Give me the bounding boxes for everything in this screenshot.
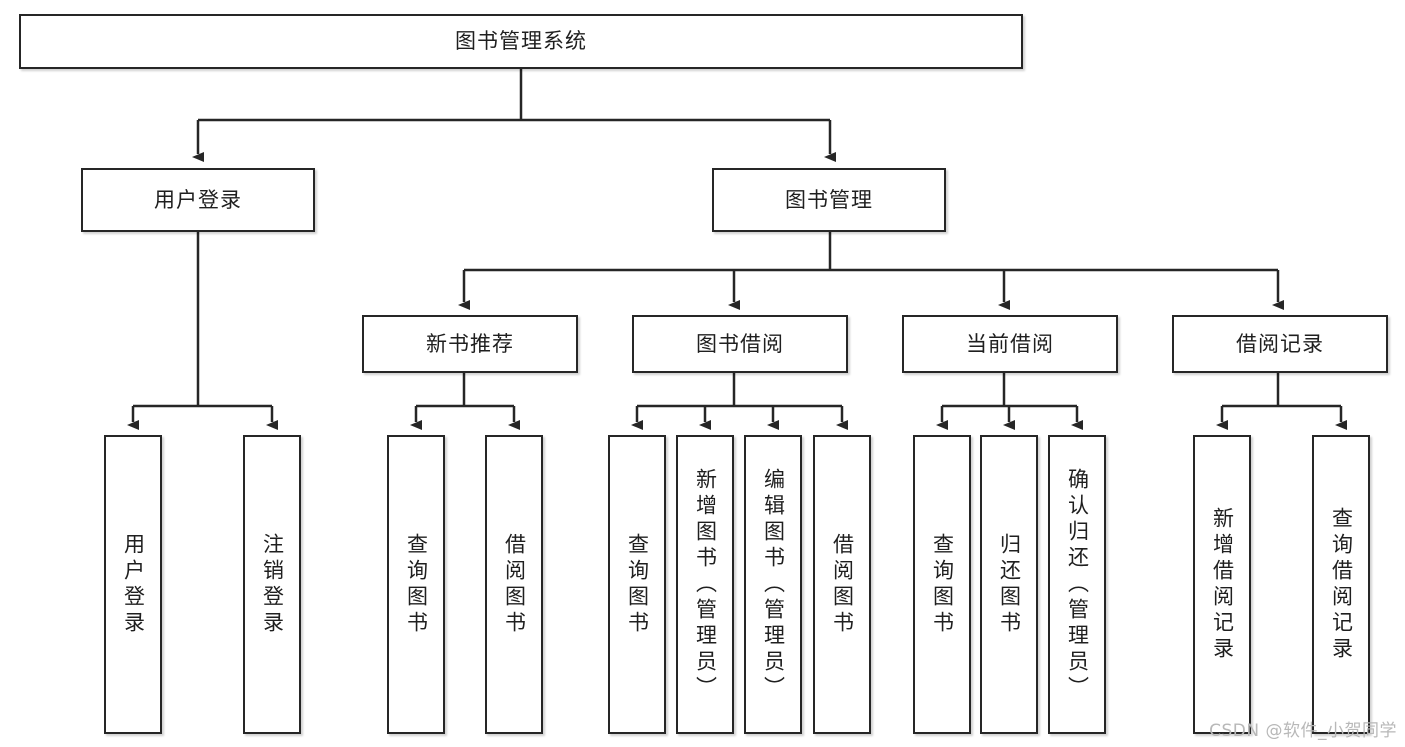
node-label: 查询图书 — [625, 532, 650, 637]
leaf-current-return-book[interactable]: 归还图书 — [980, 435, 1038, 734]
csdn-watermark: CSDN @软件_小贺同学 — [1209, 721, 1397, 741]
node-label: 当前借阅 — [966, 331, 1054, 356]
node-label: 图书借阅 — [696, 331, 784, 356]
node-label: 确认归还（管理员） — [1065, 467, 1090, 702]
node-label: 查询图书 — [404, 532, 429, 637]
leaf-borrow-query-book[interactable]: 查询图书 — [608, 435, 666, 734]
node-label: 借阅图书 — [502, 532, 527, 637]
node-label: 编辑图书（管理员） — [761, 467, 786, 702]
leaf-current-confirm-return[interactable]: 确认归还（管理员） — [1048, 435, 1106, 734]
leaf-user-login-logout[interactable]: 注销登录 — [243, 435, 301, 734]
node-label: 借阅记录 — [1236, 331, 1324, 356]
leaf-user-login-login[interactable]: 用户登录 — [104, 435, 162, 734]
leaf-current-query-book[interactable]: 查询图书 — [913, 435, 971, 734]
node-label: 归还图书 — [997, 532, 1022, 637]
leaf-borrow-borrow-book[interactable]: 借阅图书 — [813, 435, 871, 734]
node-book-management[interactable]: 图书管理 — [712, 168, 946, 232]
leaf-new-book-borrow[interactable]: 借阅图书 — [485, 435, 543, 734]
node-current-borrow[interactable]: 当前借阅 — [902, 315, 1118, 373]
node-label: 用户登录 — [154, 187, 242, 212]
leaf-record-query[interactable]: 查询借阅记录 — [1312, 435, 1370, 734]
node-root-system[interactable]: 图书管理系统 — [19, 14, 1023, 69]
node-label: 图书管理 — [785, 187, 873, 212]
node-label: 新增借阅记录 — [1210, 506, 1235, 663]
node-label: 用户登录 — [121, 532, 146, 637]
leaf-borrow-add-book[interactable]: 新增图书（管理员） — [676, 435, 734, 734]
node-book-borrow[interactable]: 图书借阅 — [632, 315, 848, 373]
node-label: 新增图书（管理员） — [693, 467, 718, 702]
node-new-book-recommend[interactable]: 新书推荐 — [362, 315, 578, 373]
node-label: 查询图书 — [930, 532, 955, 637]
node-label: 注销登录 — [260, 532, 285, 637]
leaf-record-add[interactable]: 新增借阅记录 — [1193, 435, 1251, 734]
node-label: 借阅图书 — [830, 532, 855, 637]
leaf-new-book-query[interactable]: 查询图书 — [387, 435, 445, 734]
node-label: 新书推荐 — [426, 331, 514, 356]
node-label: 图书管理系统 — [455, 29, 587, 54]
node-user-login[interactable]: 用户登录 — [81, 168, 315, 232]
node-borrow-record[interactable]: 借阅记录 — [1172, 315, 1388, 373]
node-label: 查询借阅记录 — [1329, 506, 1354, 663]
leaf-borrow-edit-book[interactable]: 编辑图书（管理员） — [744, 435, 802, 734]
